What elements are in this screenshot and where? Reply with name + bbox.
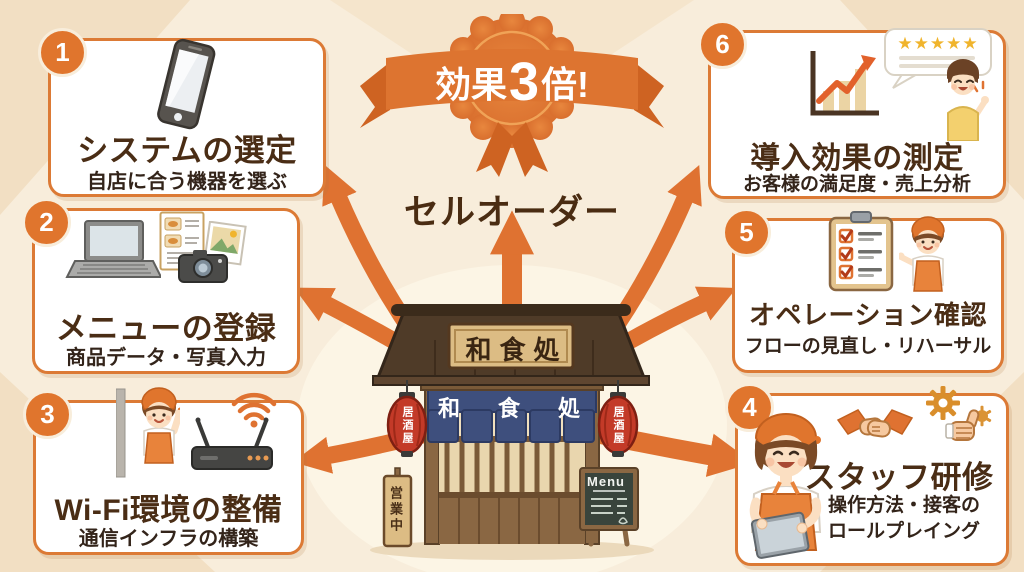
staff-with-tablet-icon [749,413,822,559]
step-4-number: 4 [742,392,757,422]
checklist-clipboard-icon [828,211,894,292]
standing-sign-text: 営業中 [388,486,403,534]
growth-chart-icon [810,51,879,116]
wifi-router-icon [191,392,277,470]
happy-customer-icon [947,59,989,141]
step-5-number: 5 [739,217,754,247]
step-3-subtitle: 通信インフラの構築 [78,528,259,550]
step-2-card: 2 [22,198,300,374]
step-3-number-badge: 3 [23,390,72,439]
step-4-subtitle-line2: ロールプレイング [827,521,980,542]
noren-curtain [427,387,597,443]
step-5-number-badge: 5 [722,208,771,257]
step-2-number-badge: 2 [22,198,71,247]
step-2-title: メニューの登録 [55,311,277,346]
lantern-right-text: 居酒屋 [612,406,624,445]
lantern-left [386,380,428,457]
ribbon-wing-left [360,62,390,128]
menu-chalkboard [579,467,639,547]
ground-shadow [370,540,654,560]
step-1-title: システムの選定 [77,133,297,168]
effect-ribbon-badge [360,14,664,177]
gear-icon [926,386,960,420]
staff-presenting-icon [899,216,945,292]
step-5-card: 5 [722,208,1004,373]
step-6-number: 6 [715,29,730,59]
staff-waving-icon [116,387,180,478]
step-3-title: Wi-Fi環境の整備 [54,494,283,527]
five-star-rating: ★★★★★ [897,34,978,53]
ribbon-multiplier: 3 [508,52,540,112]
restaurant-illustration [370,304,654,560]
step-3-number: 3 [40,399,55,429]
laptop-icon [65,220,161,278]
step-1-number-badge: 1 [38,28,87,77]
step-2-number: 2 [39,207,54,237]
roof-sign-text: 和食処 [465,335,568,365]
wifi-signal-icon [231,392,277,421]
menu-board-title: Menu [587,474,625,489]
noren-text: 和食処 [438,396,619,421]
ribbon-suffix: 倍! [541,64,590,105]
camera-icon [178,250,228,283]
step-6-number-badge: 6 [698,20,747,69]
step-1-number: 1 [55,37,70,67]
lantern-right [597,380,639,457]
photo-icon [203,221,247,266]
effect-ribbon-text: 効果 3 倍! [388,54,636,110]
step-3-card: 3 [23,387,304,555]
step-1-card: 1 システムの選定 自店に合う機器を選ぶ [38,28,326,197]
step-5-title: オペレーション確認 [749,300,987,330]
step-4-title: スタッフ研修 [804,460,994,495]
step-4-number-badge: 4 [725,383,774,432]
smartphone-icon [157,38,216,130]
thumbs-up-icon [945,405,992,441]
center-label: セルオーダー [403,193,620,232]
lantern-left-text: 居酒屋 [401,406,413,445]
step-6-subtitle: お客様の満足度・売上分析 [742,174,971,195]
step-6-title: 導入効果の測定 [750,142,964,175]
standing-sign-board [382,474,413,548]
handshake-icon [836,409,914,438]
step-2-subtitle: 商品データ・写真入力 [66,347,266,369]
ribbon-band [386,49,638,110]
step-1-subtitle: 自店に合う機器を選ぶ [87,171,287,193]
roof-sign-board [447,322,575,370]
step-6-card: 6 ★★★★★ 導入効果の測定 [698,20,1006,199]
ribbon-wing-right [634,62,664,128]
ribbon-prefix: 効果 [434,64,507,105]
step-4-subtitle-line1: 操作方法・接客の [827,495,980,516]
step-5-subtitle: フローの見直し・リハーサル [744,336,992,357]
